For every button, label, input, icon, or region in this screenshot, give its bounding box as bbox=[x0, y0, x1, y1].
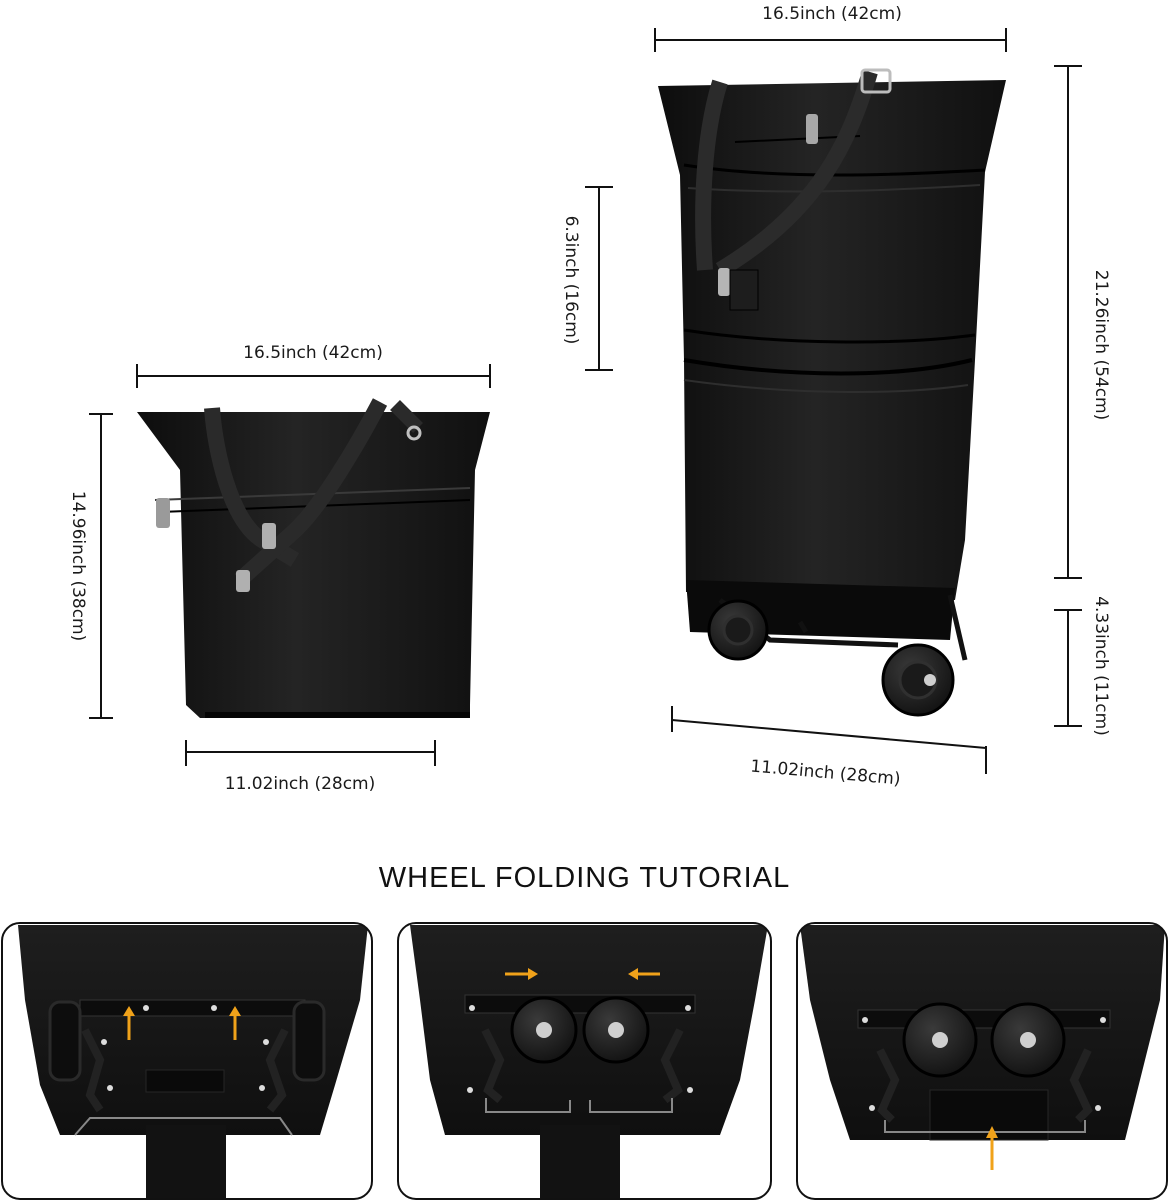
tutorial-step-2-panel bbox=[397, 922, 772, 1200]
trolley-width-label: 16.5inch (42cm) bbox=[762, 4, 902, 24]
trolley-bag-image bbox=[658, 68, 1006, 717]
tote-height-label: 14.96inch (38cm) bbox=[68, 491, 88, 642]
trolley-depth-label: 11.02inch (28cm) bbox=[750, 756, 902, 789]
right-arrow-icon bbox=[505, 968, 538, 980]
trolley-depth-dimension: 11.02inch (28cm) bbox=[671, 706, 987, 790]
up-arrow-icon bbox=[123, 1006, 135, 1040]
tote-height-dimension: 14.96inch (38cm) bbox=[68, 413, 113, 719]
tote-width-dimension: 16.5inch (42cm) bbox=[136, 343, 491, 388]
trolley-wheel-label: 4.33inch (11cm) bbox=[1091, 596, 1111, 736]
tote-depth-dimension: 11.02inch (28cm) bbox=[185, 740, 436, 794]
tote-bag-image bbox=[137, 398, 490, 718]
tote-depth-label: 11.02inch (28cm) bbox=[225, 774, 376, 794]
tutorial-step-3-panel bbox=[796, 922, 1168, 1200]
trolley-extension-dimension: 6.3inch (16cm) bbox=[561, 186, 613, 371]
trolley-height-label: 21.26inch (54cm) bbox=[1091, 270, 1111, 421]
tote-width-label: 16.5inch (42cm) bbox=[243, 343, 383, 363]
trolley-height-dimension: 21.26inch (54cm) bbox=[1054, 65, 1111, 579]
trolley-wheel-dimension: 4.33inch (11cm) bbox=[1054, 596, 1111, 736]
up-arrow-icon bbox=[986, 1126, 998, 1170]
up-arrow-icon bbox=[229, 1006, 241, 1040]
tutorial-step-1-panel bbox=[1, 922, 373, 1200]
trolley-width-dimension: 16.5inch (42cm) bbox=[654, 4, 1007, 52]
tutorial-title: WHEEL FOLDING TUTORIAL bbox=[378, 862, 791, 894]
left-arrow-icon bbox=[628, 968, 660, 980]
trolley-extension-label: 6.3inch (16cm) bbox=[561, 216, 581, 345]
